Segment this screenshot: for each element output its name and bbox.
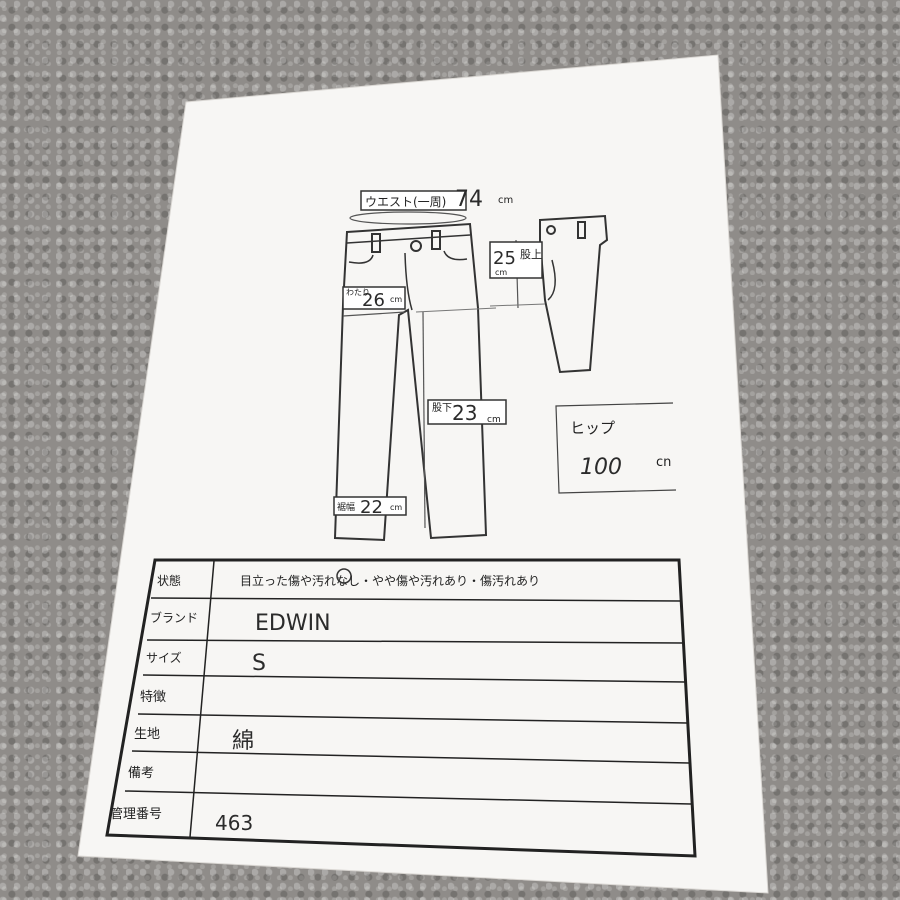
row-label-fabric: 生地 — [134, 727, 160, 742]
row-value-management-no: 463 — [215, 811, 253, 835]
row-value-size: S — [252, 651, 266, 676]
condition-circle-mark — [336, 568, 352, 584]
hem-value: 22 — [360, 497, 383, 518]
row-value-condition: 目立った傷や汚れなし・やや傷や汚れあり・傷汚れあり — [240, 573, 540, 588]
hip-unit: cn — [656, 455, 671, 470]
hip-label: ヒップ — [570, 419, 615, 437]
row-label-condition: 状態 — [157, 573, 181, 588]
thigh-measure: わたり 26 cm — [342, 286, 406, 317]
table-row: ブランド EDWIN — [150, 610, 331, 636]
table-row: 備考 — [128, 765, 154, 781]
paper-sheet — [77, 54, 769, 894]
waist-unit: cm — [498, 195, 513, 206]
rise-unit: cm — [495, 268, 507, 277]
inseam-unit: cm — [487, 415, 501, 425]
row-value-brand: EDWIN — [255, 611, 331, 636]
table-row: 状態 目立った傷や汚れなし・やや傷や汚れあり・傷汚れあり — [157, 568, 540, 588]
thigh-unit: cm — [390, 295, 402, 304]
thigh-value: 26 — [362, 290, 385, 311]
info-table — [105, 558, 697, 858]
row-label-notes: 備考 — [128, 765, 154, 781]
row-label-management-no: 管理番号 — [110, 807, 162, 822]
rise-measure: 25 cm 股上 — [489, 239, 546, 309]
hip-measure: ヒップ 100 cn — [555, 402, 677, 494]
inseam-label: 股下 — [432, 402, 452, 414]
thigh-label: わたり — [346, 288, 370, 297]
row-value-fabric: 綿 — [232, 729, 254, 754]
table-row: 特徴 — [140, 690, 166, 705]
hem-label: 裾幅 — [337, 501, 355, 513]
inseam-value: 23 — [452, 401, 477, 425]
rise-value: 25 — [493, 248, 516, 269]
waist-label: ウエスト(一周) — [365, 195, 446, 209]
waist-measure: ウエスト(一周) 74 cm — [349, 187, 513, 225]
waist-value: 74 — [455, 187, 483, 212]
row-label-features: 特徴 — [140, 690, 166, 705]
row-label-size: サイズ — [146, 650, 182, 665]
pants-front-diagram — [333, 222, 488, 542]
table-row: 生地 綿 — [134, 727, 254, 754]
row-label-brand: ブランド — [150, 610, 198, 625]
table-row: 管理番号 463 — [110, 807, 253, 835]
table-row: サイズ S — [146, 650, 266, 676]
hem-unit: cm — [390, 503, 402, 512]
inseam-measure: 股下 23 cm — [415, 307, 507, 529]
hem-measure: 裾幅 22 cm — [333, 496, 407, 518]
rise-label: 股上 — [520, 248, 542, 261]
hip-value: 100 — [580, 455, 622, 480]
